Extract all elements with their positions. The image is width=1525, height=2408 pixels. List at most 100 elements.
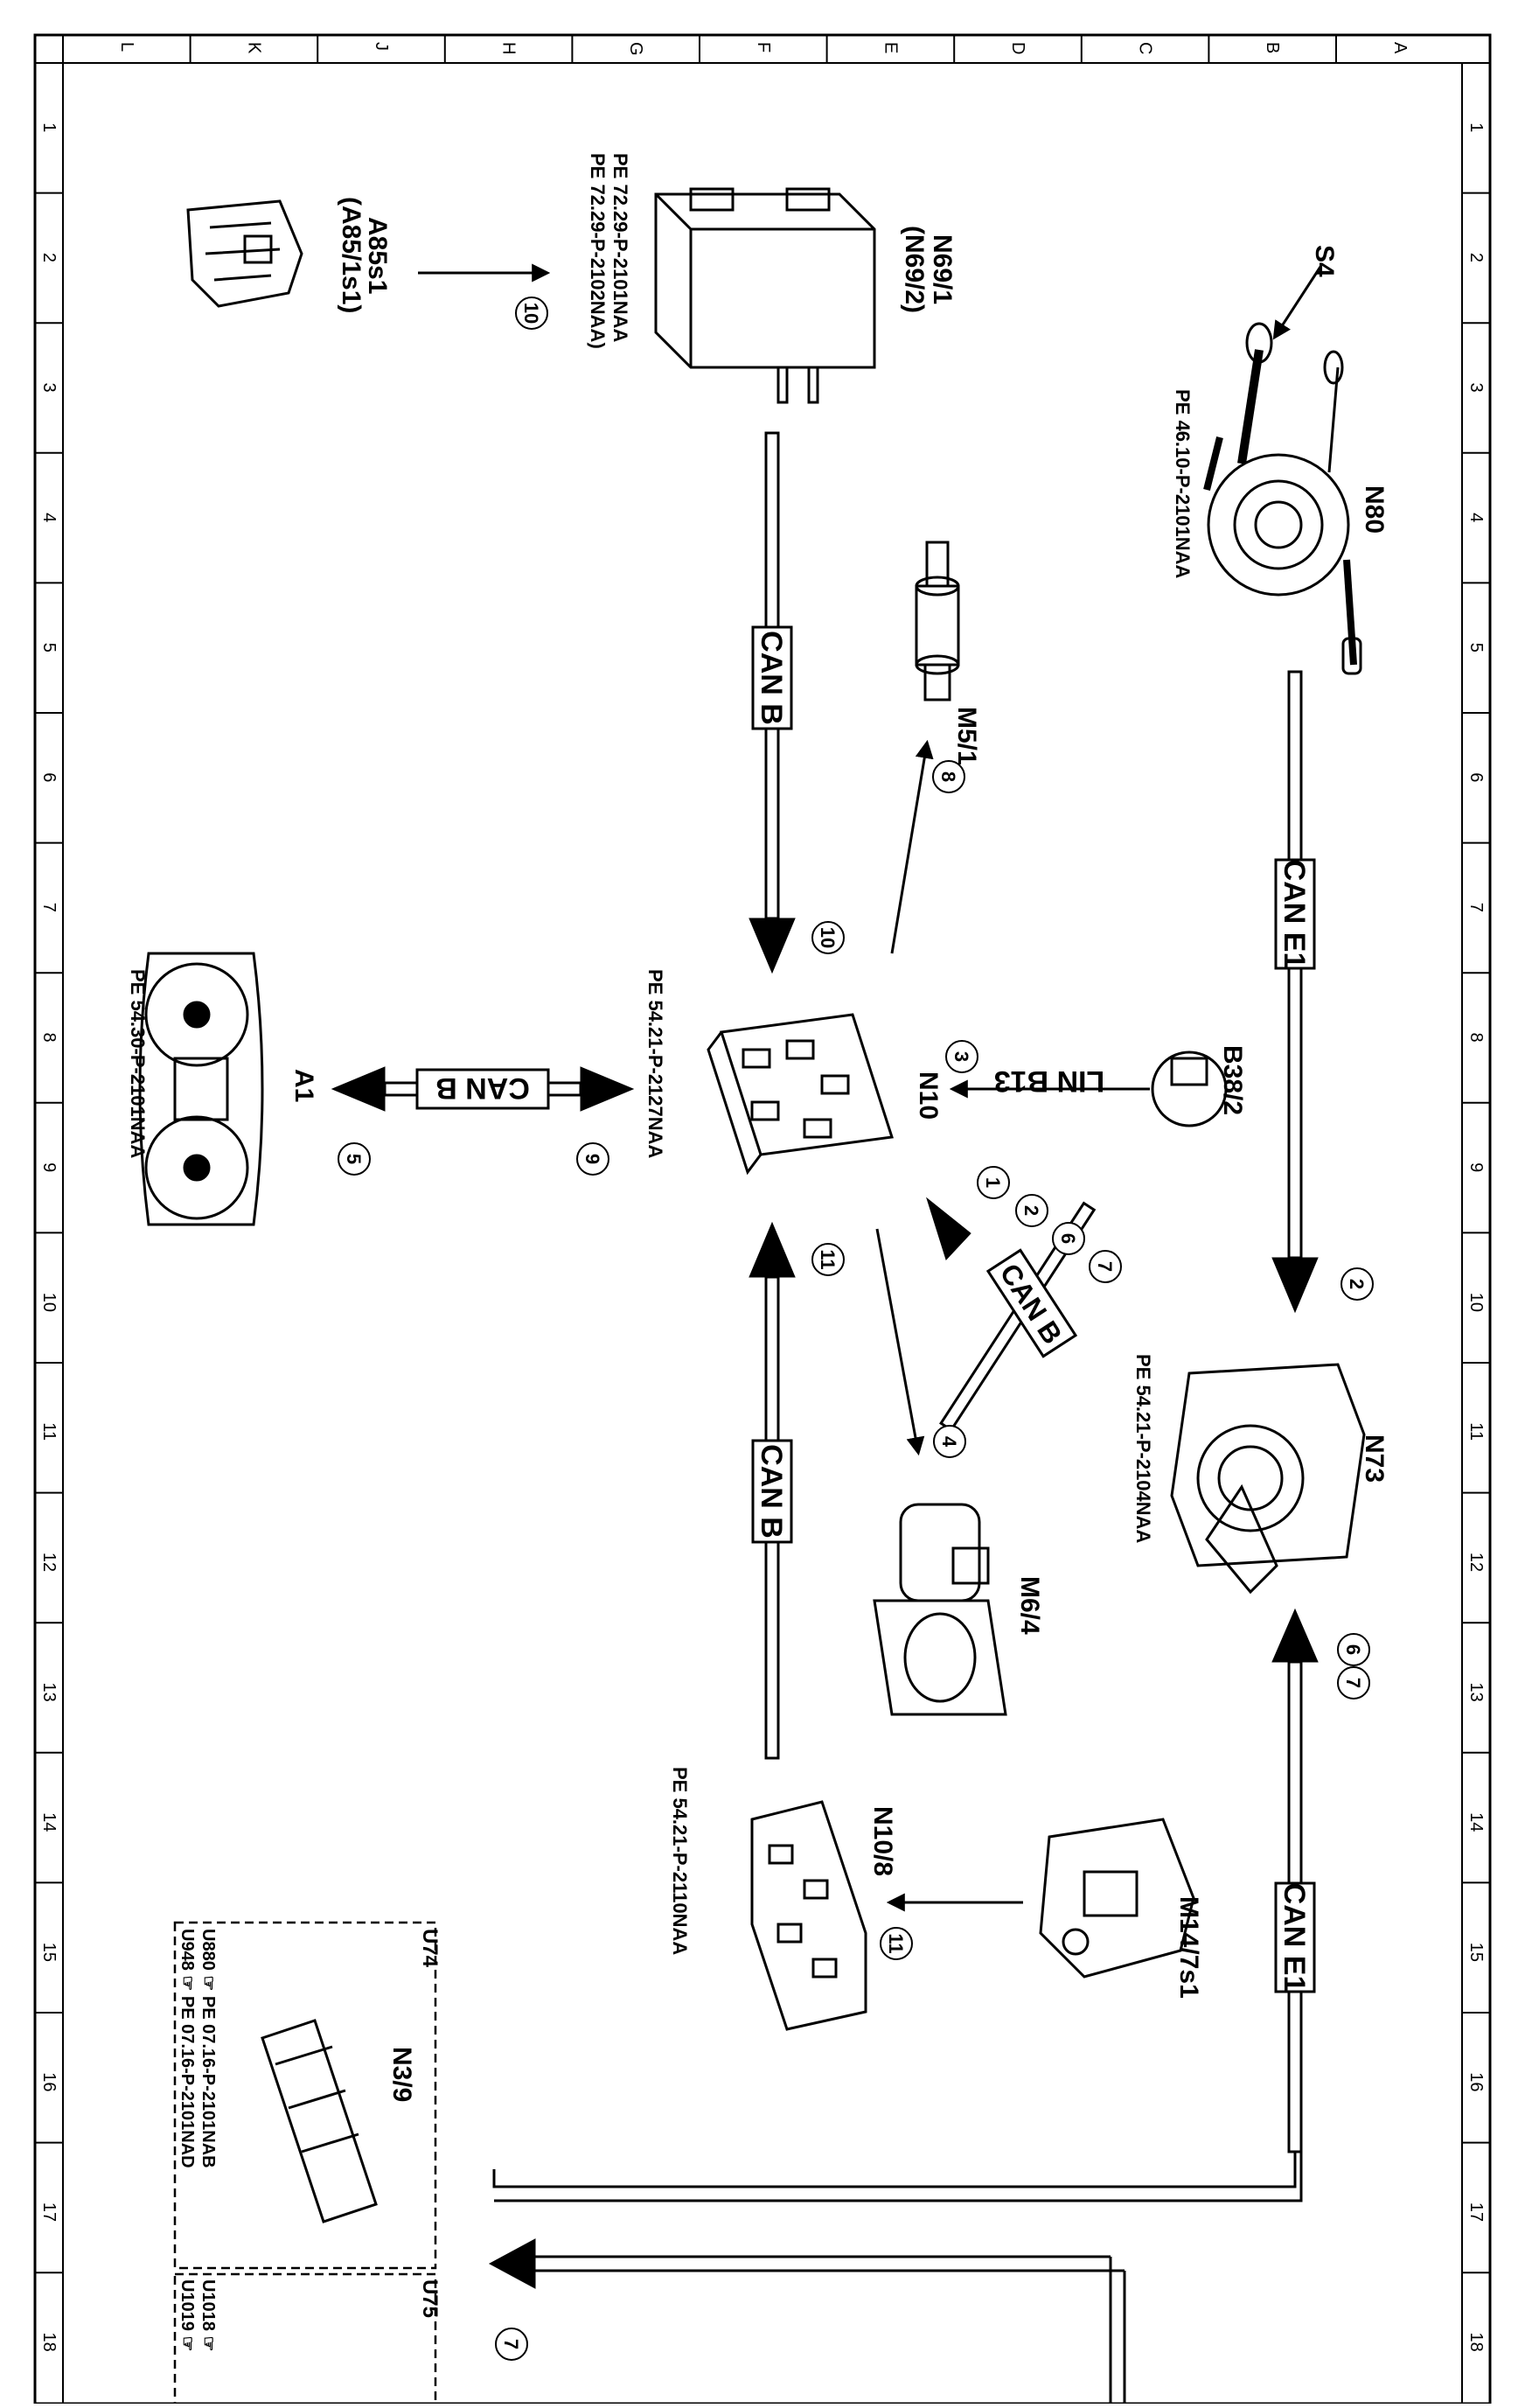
grid-column-label: H <box>499 42 519 54</box>
s4-label: S4 <box>1310 245 1339 277</box>
grid-row-label: 7 <box>1466 903 1486 912</box>
a1-ref: PE 54.30-P-2101NAA <box>127 969 149 1159</box>
grid-row-label: 16 <box>1466 2072 1486 2091</box>
grid-row-label: 5 <box>39 643 59 653</box>
grid-row-label: 12 <box>39 1553 59 1572</box>
svg-text:10: 10 <box>520 303 542 324</box>
grid-row-label: 1 <box>39 122 59 132</box>
step-10-top: 10 <box>811 921 845 954</box>
grid-row-label: 9 <box>39 1162 59 1172</box>
grid-row-label: 18 <box>39 2333 59 2352</box>
component-labels: S4 N80 PE 46.10-P-2101NAA N69/1 (N69/2) … <box>127 153 1389 2351</box>
grid-row-label: 15 <box>39 1943 59 1962</box>
grid-column-label: L <box>117 42 136 52</box>
grid-row-label: 14 <box>39 1812 59 1832</box>
grid-row-label: 13 <box>39 1683 59 1702</box>
a85-picture <box>186 199 303 308</box>
svg-text:7: 7 <box>1342 1678 1364 1688</box>
n10-picture <box>707 1013 894 1176</box>
step-7-bottom: 7 <box>495 2328 528 2361</box>
grid-column-label: K <box>244 42 263 54</box>
step-11-n108: 11 <box>880 1927 913 1960</box>
step-4: 4 <box>933 1425 966 1458</box>
step-8: 8 <box>932 760 965 793</box>
svg-text:11: 11 <box>817 1249 839 1269</box>
svg-text:4: 4 <box>938 1436 960 1448</box>
can-e1-label-top: CAN E1 <box>1274 858 1316 970</box>
n10-label: N10 <box>914 1071 943 1120</box>
grid-row-label: 6 <box>39 772 59 782</box>
grid-row-label: 3 <box>1466 383 1486 393</box>
n80-picture <box>1203 322 1362 675</box>
grid-row-label: 14 <box>1466 1812 1486 1832</box>
grid-row-label: 18 <box>1466 2333 1486 2352</box>
step-1: 1 <box>977 1166 1010 1199</box>
grid-row-label: 8 <box>1466 1033 1486 1043</box>
step-2: 2 <box>1340 1267 1374 1301</box>
u75-line-1: U1018 ☞ <box>198 2279 218 2351</box>
svg-text:2: 2 <box>1346 1279 1368 1289</box>
n69-ref-2: PE 72.29-P-2102NAA) <box>587 153 609 349</box>
n108-label: N10/8 <box>868 1806 897 1876</box>
bus-lines <box>331 263 1322 2404</box>
u74-box <box>173 1921 437 2270</box>
a1-label: A1 <box>289 1069 318 1102</box>
svg-text:5: 5 <box>343 1154 365 1164</box>
svg-text:CAN E1: CAN E1 <box>1278 1883 1311 1993</box>
grid-row-label: 11 <box>39 1422 59 1441</box>
grid-row-label: 13 <box>1466 1683 1486 1702</box>
n10-ref: PE 54.21-P-2127NAA <box>644 969 666 1159</box>
svg-text:8: 8 <box>937 771 959 782</box>
n73-label: N73 <box>1360 1434 1389 1483</box>
grid-row-label: 8 <box>39 1033 59 1043</box>
n73-ref: PE 54.21-P-2104NAA <box>1132 1354 1154 1544</box>
can-b-label-top: CAN B <box>751 625 793 730</box>
grid-row-label: 7 <box>39 903 59 912</box>
n69-label-alt: (N69/2) <box>900 226 929 313</box>
m147-label: M14/7s1 <box>1174 1896 1203 1999</box>
grid-row-label: 1 <box>1466 122 1486 132</box>
bus-labels: CAN E1 CAN E1 CAN B CAN B CAN B CAN B LI… <box>415 625 1316 1993</box>
svg-text:11: 11 <box>885 1933 907 1953</box>
m64-picture <box>873 1503 1007 1716</box>
a85-label-alt: (A85/1s1) <box>337 197 366 313</box>
grid-column-label: D <box>1008 42 1027 54</box>
n39-picture <box>261 2019 378 2223</box>
svg-text:6: 6 <box>1342 1644 1364 1655</box>
grid-row-label: 12 <box>1466 1553 1486 1572</box>
svg-text:CAN B: CAN B <box>435 1071 530 1105</box>
svg-text:9: 9 <box>581 1154 603 1164</box>
step-7-diag: 7 <box>1089 1250 1122 1283</box>
grid-row-label: 17 <box>39 2202 59 2222</box>
grid-row-label: 4 <box>1466 513 1486 522</box>
grid-column-label: G <box>626 42 645 56</box>
svg-text:7: 7 <box>500 2339 522 2349</box>
step-6-diag: 6 <box>1052 1222 1085 1255</box>
grid-row-label: 2 <box>39 253 59 262</box>
u75-title: U75 <box>418 2279 442 2318</box>
step-9: 9 <box>576 1142 609 1176</box>
b382-label: B38/2 <box>1218 1045 1247 1115</box>
m147-picture <box>1039 1818 1195 1979</box>
step-2-diag: 2 <box>1015 1194 1048 1227</box>
n69-label: N69/1 <box>928 234 957 304</box>
grid-row-label: 2 <box>1466 253 1486 262</box>
grid-row-label: 5 <box>1466 643 1486 653</box>
step-11-bottom: 11 <box>811 1243 845 1276</box>
m51-label: M5/1 <box>952 707 981 765</box>
step-3: 3 <box>945 1040 978 1073</box>
can-e1-label-bottom: CAN E1 <box>1274 1881 1316 1993</box>
step-5: 5 <box>338 1142 371 1176</box>
m64-label: M6/4 <box>1015 1576 1044 1635</box>
svg-text:CAN B: CAN B <box>755 1444 788 1539</box>
svg-text:7: 7 <box>1094 1261 1116 1272</box>
step-7: 7 <box>1337 1666 1370 1700</box>
svg-text:10: 10 <box>817 927 839 948</box>
n80-ref: PE 46.10-P-2101NAA <box>1172 389 1194 579</box>
a1-picture <box>138 952 264 1226</box>
grid-column-label: J <box>372 42 391 51</box>
m51-picture <box>915 541 960 701</box>
svg-text:3: 3 <box>951 1051 972 1062</box>
step-markers: 2 6 7 1 2 6 7 3 4 5 8 9 10 10 11 11 7 <box>338 297 1374 2361</box>
